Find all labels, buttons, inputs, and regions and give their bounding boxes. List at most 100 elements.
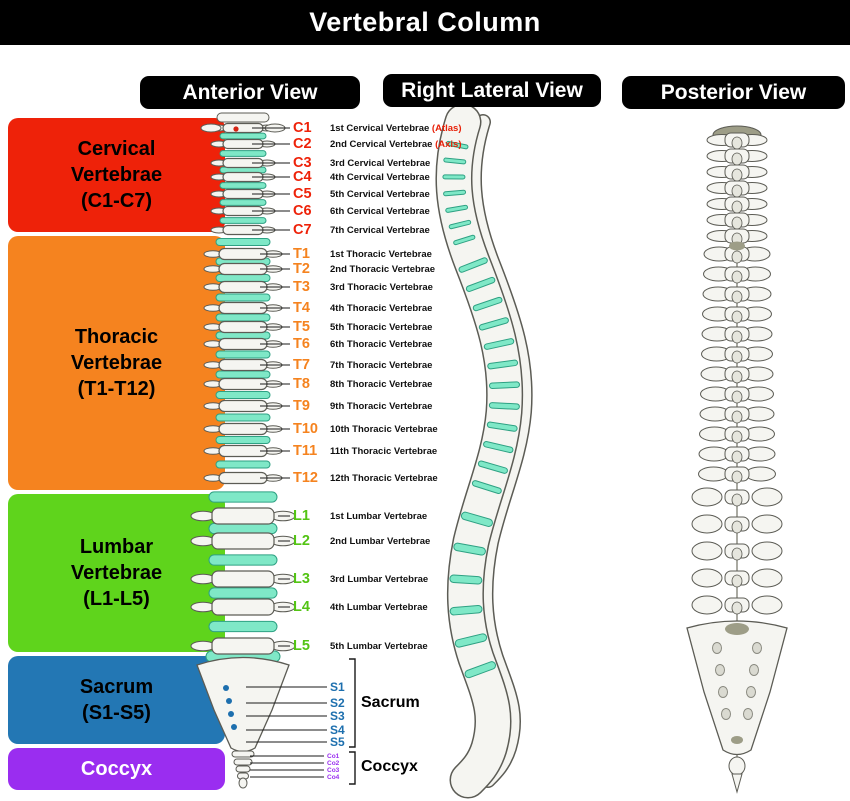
vertebra-label-co4: Co4 <box>327 773 339 781</box>
vertebra-label-l5: L5 5th Lumbar Vertebrae <box>293 638 428 654</box>
vertebra-description: 5th Cervical Vertebrae <box>330 188 430 200</box>
vertebra-code: C4 <box>293 169 312 185</box>
vertebra-code: T10 <box>293 421 318 437</box>
vertebra-code: L2 <box>293 533 310 549</box>
vertebra-label-t8: T8 8th Thoracic Vertebrae <box>293 376 432 392</box>
vertebra-code: T2 <box>293 261 310 277</box>
sacrum-bracket-label: Sacrum <box>361 694 420 711</box>
vertebra-description: 8th Thoracic Vertebrae <box>330 378 433 390</box>
vertebra-label-s4: S4 <box>330 722 345 738</box>
vertebra-label-c6: C6 6th Cervical Vertebrae <box>293 203 430 219</box>
vertebra-description: 3rd Lumbar Vertebrae <box>330 573 429 585</box>
vertebra-code: C3 <box>293 155 312 171</box>
vertebra-description: 1st Cervical Vertebrae <box>330 122 430 134</box>
vertebra-description: 7th Cervical Vertebrae <box>330 224 430 236</box>
vertebra-description: 2nd Lumbar Vertebrae <box>330 535 431 547</box>
vertebra-label-l2: L2 2nd Lumbar Vertebrae <box>293 533 430 549</box>
coccyx-bracket-label: Coccyx <box>361 758 418 775</box>
vertebra-code: T1 <box>293 246 310 262</box>
vertebra-code: Co4 <box>327 773 340 781</box>
region-label-line: Vertebrae <box>70 164 163 186</box>
vertebra-code: T8 <box>293 376 310 392</box>
vertebra-label-co1: Co1 <box>327 752 339 760</box>
vertebra-label-t5: T5 5th Thoracic Vertebrae <box>293 319 432 335</box>
vertebra-description: 4th Lumbar Vertebrae <box>330 601 428 613</box>
vertebra-label-t2: T2 2nd Thoracic Vertebrae <box>293 261 435 277</box>
vertebra-label-co3: Co3 <box>327 766 339 774</box>
vertebra-label-s3: S3 <box>330 708 345 724</box>
vertebra-description: 4th Thoracic Vertebrae <box>330 302 433 314</box>
vertebra-code: C7 <box>293 222 312 238</box>
vertebra-code: T6 <box>293 336 310 352</box>
region-label-line: (T1-T12) <box>77 378 156 400</box>
region-label-line: (C1-C7) <box>80 190 153 212</box>
region-thoracic: Thoracic Vertebrae (T1-T12) <box>8 236 225 490</box>
region-cervical: Cervical Vertebrae (C1-C7) <box>8 118 225 232</box>
vertebra-code: S2 <box>330 696 345 710</box>
vertebra-description: 6th Cervical Vertebrae <box>330 205 430 217</box>
vertebra-label-l3: L3 3rd Lumbar Vertebrae <box>293 571 428 587</box>
vertebra-code: C2 <box>293 136 312 152</box>
vertebra-label-co2: Co2 <box>327 759 339 767</box>
vertebra-label-t10: T10 10th Thoracic Vertebrae <box>293 421 438 437</box>
vertebra-code: S3 <box>330 709 345 723</box>
vertebra-suffix: (Axis) <box>432 138 462 150</box>
view-header-right-lateral: Right Lateral View <box>383 74 601 107</box>
vertebra-label-c4: C4 4th Cervical Vertebrae <box>293 169 430 185</box>
vertebra-label-t6: T6 6th Thoracic Vertebrae <box>293 336 432 352</box>
vertebra-description: 4th Cervical Vertebrae <box>330 171 430 183</box>
vertebra-label-t4: T4 4th Thoracic Vertebrae <box>293 300 432 316</box>
vertebra-description: 10th Thoracic Vertebrae <box>330 423 438 435</box>
vertebra-code: Co2 <box>327 759 340 767</box>
vertebra-code: Co3 <box>327 766 340 774</box>
vertebra-suffix: (Atlas) <box>429 122 462 134</box>
vertebra-label-c2: C2 2nd Cervical Vertebrae (Axis) <box>293 136 462 152</box>
vertebra-code: L4 <box>293 599 310 615</box>
region-sacrum: Sacrum (S1-S5) <box>8 656 225 744</box>
region-label-line: Thoracic <box>74 326 159 348</box>
vertebra-code: S4 <box>330 723 345 737</box>
view-header-posterior: Posterior View <box>622 76 845 109</box>
vertebra-code: C1 <box>293 120 312 136</box>
vertebra-code: Co1 <box>327 752 340 760</box>
region-label-line: Vertebrae <box>70 352 163 374</box>
vertebra-description: 9th Thoracic Vertebrae <box>330 400 433 412</box>
vertebra-code: T3 <box>293 279 310 295</box>
region-label-line: Vertebrae <box>70 562 163 584</box>
vertebra-code: T4 <box>293 300 310 316</box>
vertebra-code: L3 <box>293 571 310 587</box>
region-label-line: Sacrum <box>79 676 154 698</box>
vertebra-code: T11 <box>293 443 318 459</box>
page-title: Vertebral Column <box>309 7 541 37</box>
vertebra-description: 3rd Cervical Vertebrae <box>330 157 431 169</box>
vertebra-description: 1st Lumbar Vertebrae <box>330 510 428 522</box>
view-header-anterior: Anterior View <box>140 76 360 109</box>
vertebra-label-c3: C3 3rd Cervical Vertebrae <box>293 155 430 171</box>
vertebra-code: T5 <box>293 319 310 335</box>
region-label-line: (L1-L5) <box>83 588 150 610</box>
vertebra-code: C6 <box>293 203 312 219</box>
vertebra-code: L5 <box>293 638 310 654</box>
vertebra-description: 6th Thoracic Vertebrae <box>330 338 433 350</box>
region-label-line: Lumbar <box>79 536 154 558</box>
vertebra-description: 2nd Cervical Vertebrae <box>330 138 433 150</box>
vertebra-code: S5 <box>330 735 345 749</box>
region-label-line: Coccyx <box>80 758 153 780</box>
vertebra-description: 5th Lumbar Vertebrae <box>330 640 428 652</box>
vertebra-description: 2nd Thoracic Vertebrae <box>330 263 436 275</box>
region-label-line: Cervical <box>77 138 156 160</box>
vertebra-code: T7 <box>293 357 310 373</box>
vertebra-description: 5th Thoracic Vertebrae <box>330 321 433 333</box>
vertebra-code: T12 <box>293 470 318 486</box>
title-bar: Vertebral Column <box>0 0 850 45</box>
vertebra-code: S1 <box>330 680 345 694</box>
